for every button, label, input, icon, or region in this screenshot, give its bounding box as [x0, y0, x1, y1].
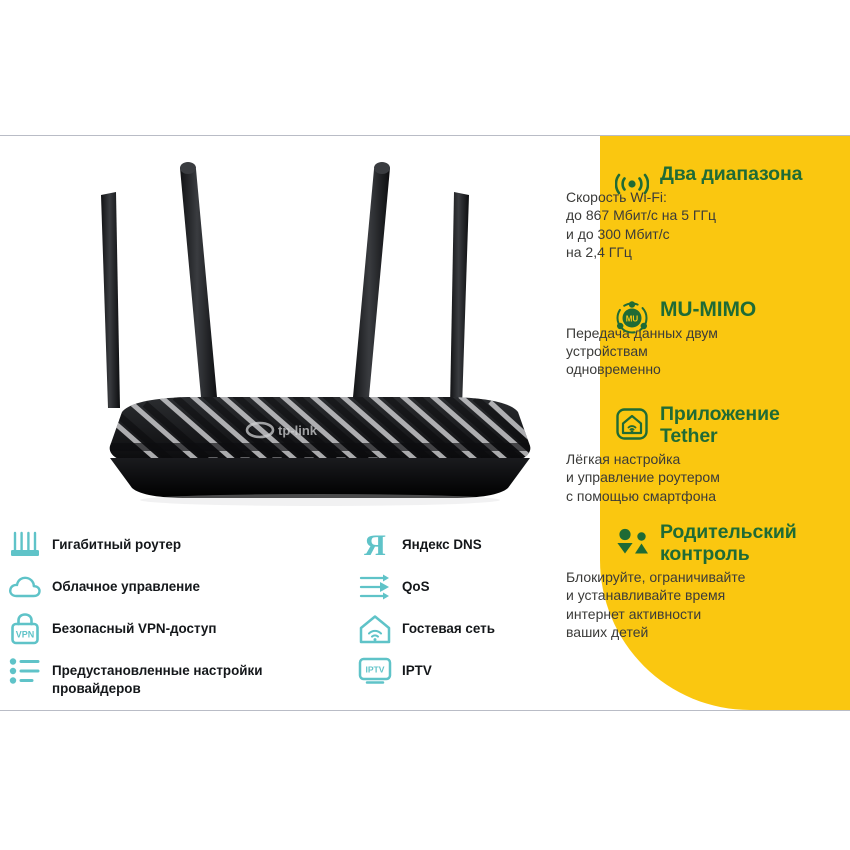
features-panel: Два диапазона Скорость Wi-Fi: до 867 Мби…: [566, 136, 850, 710]
spec-label: Предустановленные настройки провайдеров: [52, 663, 263, 696]
router-base: [110, 458, 530, 498]
feature-title: Два диапазона: [660, 163, 803, 185]
yandex-dns-icon: Я: [358, 528, 392, 562]
wifi-signal-icon: [612, 164, 652, 204]
spec-iptv: IPTV IPTV: [358, 654, 432, 688]
svg-text:Я: Я: [364, 530, 386, 560]
spec-label: QoS: [402, 579, 430, 594]
spec-label: Безопасный VPN-доступ: [52, 621, 217, 636]
spec-label: Гостевая сеть: [402, 621, 495, 636]
tp-link-brand-mark: tp-link: [245, 421, 318, 439]
svg-text:VPN: VPN: [16, 630, 35, 640]
svg-text:MU: MU: [626, 315, 639, 324]
spec-qos: QoS: [358, 570, 430, 604]
tether-app-icon: [612, 404, 652, 444]
spec-guest-network: Гостевая сеть: [358, 612, 495, 646]
feature-title: Приложение Tether: [660, 403, 780, 447]
feature-description: Скорость Wi-Fi: до 867 Мбит/с на 5 ГГц и…: [566, 188, 717, 261]
spec-list: Гигабитный роутер Облачное управление VP…: [0, 520, 600, 700]
bottom-divider: [0, 710, 850, 711]
router-stripe-texture: [109, 397, 531, 464]
spec-label: IPTV: [402, 663, 432, 678]
svg-text:tp-link: tp-link: [278, 423, 318, 438]
feature-tether-app: Приложение Tether Лёгкая настройка и упр…: [566, 403, 850, 505]
feature-title: Родительский контроль: [660, 521, 797, 565]
feature-description: Передача данных двум устройствам одновре…: [566, 324, 718, 378]
qos-arrows-icon: [358, 570, 392, 604]
gigabit-router-icon: [8, 528, 42, 562]
top-divider: [0, 135, 850, 136]
preset-list-icon: [8, 654, 42, 688]
feature-description: Лёгкая настройка и управление роутером с…: [566, 450, 720, 504]
parental-control-icon: [612, 522, 652, 562]
mu-mimo-icon: MU: [612, 298, 652, 338]
feature-description: Блокируйте, ограничивайте и устанавливай…: [566, 568, 746, 641]
spec-preset-isp-settings: Предустановленные настройки провайдеров: [8, 654, 262, 697]
spec-label: Облачное управление: [52, 579, 200, 594]
spec-label: Гигабитный роутер: [52, 537, 182, 552]
feature-mu-mimo: MU MU-MIMO Передача данных двум устройст…: [566, 298, 850, 379]
spec-yandex-dns: Я Яндекс DNS: [358, 528, 482, 562]
feature-parental-control: Родительский контроль Блокируйте, ограни…: [566, 521, 850, 642]
guest-network-icon: [358, 612, 392, 646]
router-shadow: [140, 494, 500, 506]
feature-title: MU-MIMO: [660, 298, 757, 321]
feature-dual-band: Два диапазона Скорость Wi-Fi: до 867 Мби…: [566, 163, 850, 262]
svg-text:IPTV: IPTV: [365, 665, 384, 675]
cloud-icon: [8, 570, 42, 604]
spec-vpn-access: VPN Безопасный VPN-доступ: [8, 612, 216, 646]
antenna-group: [101, 162, 469, 408]
iptv-icon: IPTV: [358, 654, 392, 688]
router-product-image: tp-link: [60, 140, 580, 515]
vpn-lock-icon: VPN: [8, 612, 42, 646]
spec-cloud-management: Облачное управление: [8, 570, 200, 604]
spec-label: Яндекс DNS: [402, 537, 482, 552]
spec-gigabit-router: Гигабитный роутер: [8, 528, 181, 562]
